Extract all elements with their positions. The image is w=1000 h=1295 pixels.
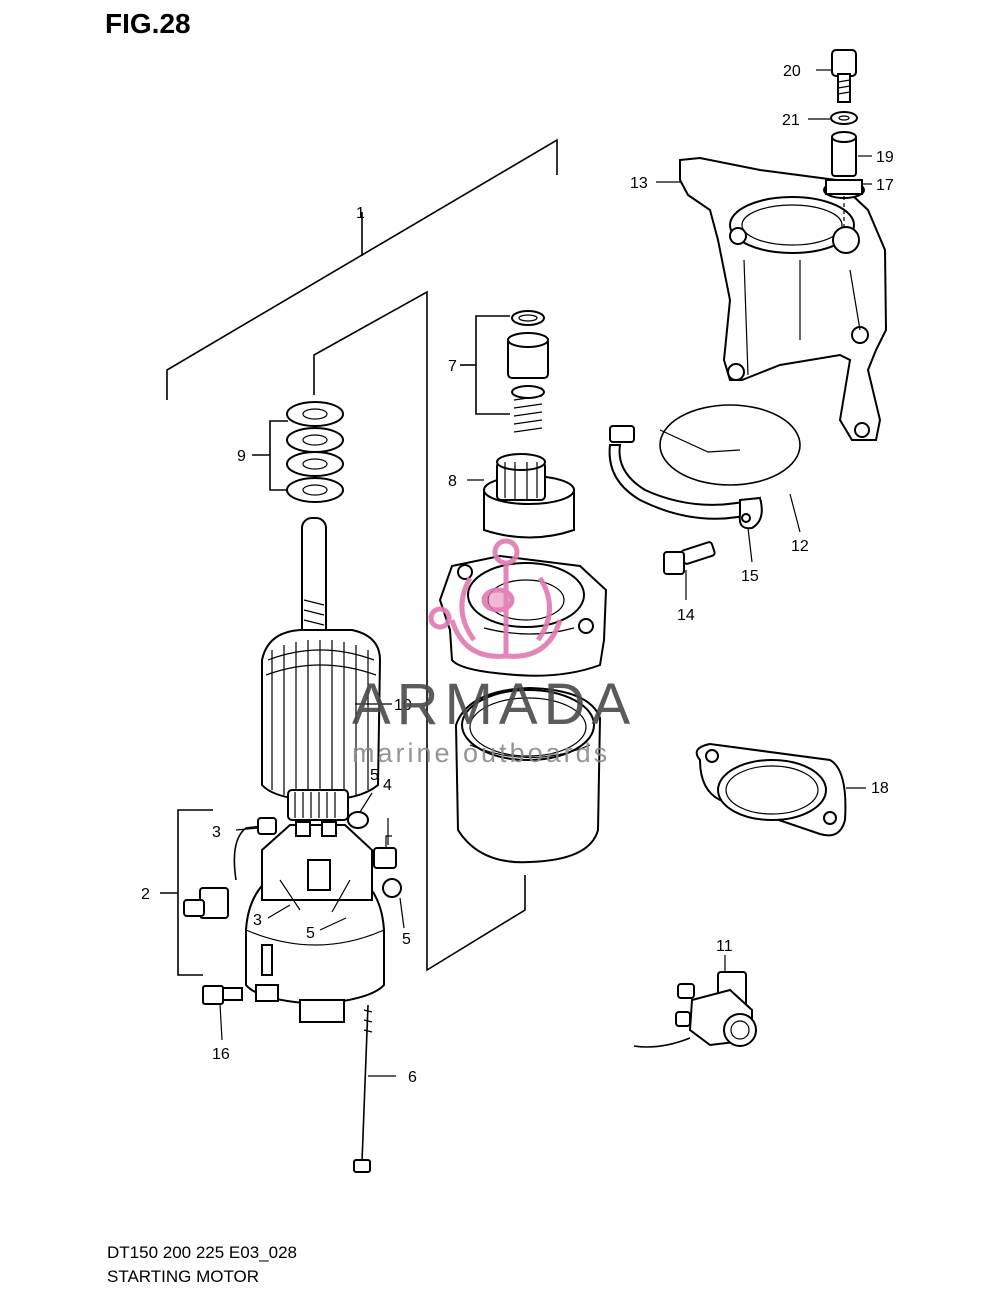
through-bolt-part [353,1004,373,1173]
watermark-brand: ARMADA [352,672,636,737]
callout-17: 17 [876,177,894,194]
callout-10: 10 [394,697,412,714]
callout-19: 19 [876,149,894,166]
leader-lines [219,69,872,1077]
callout-13: 13 [630,175,648,192]
figure-title: FIG.28 [105,8,191,39]
callout-1: 1 [356,205,365,222]
washer-21-part [830,111,858,125]
callout-labels: 1 2 3 3 4 5 5 5 6 7 8 9 10 11 12 13 14 1… [141,63,894,1086]
diagram-code: DT150 200 225 E03_028 [107,1243,297,1262]
callout-18: 18 [871,780,889,797]
group-bracket-7 [460,315,510,415]
callout-9: 9 [237,448,246,465]
armature-part [261,517,382,821]
callout-21: 21 [782,112,800,129]
callout-8: 8 [448,473,457,490]
callout-2: 2 [141,886,150,903]
callout-12: 12 [791,538,809,555]
group-bracket-1 [166,138,558,400]
group-bracket-armature [313,290,526,972]
washer-stack-part [286,401,344,503]
bolt-14-part [663,541,716,575]
cap-screw-part [831,49,857,103]
watermark-tagline: marine outboards [352,738,610,768]
gasket-part [695,742,847,837]
brush-spring-part [347,811,402,898]
diagram-name: STARTING MOTOR [107,1267,260,1286]
callout-3-holder: 3 [253,912,262,929]
callout-3-wire: 3 [212,824,221,841]
yoke-part [454,686,602,864]
callout-14: 14 [677,607,695,624]
bolt-16-part [202,985,243,1005]
group-bracket-2 [160,809,213,976]
grommet-17-part [823,179,865,199]
lead-wire-part [233,817,277,881]
callout-4: 4 [383,777,392,794]
callout-16: 16 [212,1046,230,1063]
anchor-logo-icon [428,538,563,659]
terminal-plug-part [183,887,229,919]
collar-19-part [831,131,857,177]
callout-15: 15 [741,568,759,585]
callout-5-top: 5 [370,767,379,784]
brush-part [373,835,397,869]
clamp-band-part [608,404,801,530]
callout-7: 7 [448,358,457,375]
group-bracket-9 [252,420,288,491]
solenoid-part [633,971,757,1048]
callout-5-right: 5 [402,931,411,948]
pinion-gear-part [483,453,575,539]
callout-20: 20 [783,63,801,80]
pinion-stop-part [507,310,549,433]
brush-holder-part [245,821,385,1023]
armada-watermark: ARMADA marine outboards [352,538,636,768]
callout-11: 11 [716,938,733,955]
callout-6: 6 [408,1069,417,1086]
mounting-bracket-part [679,156,888,441]
callout-5-center: 5 [306,925,315,942]
